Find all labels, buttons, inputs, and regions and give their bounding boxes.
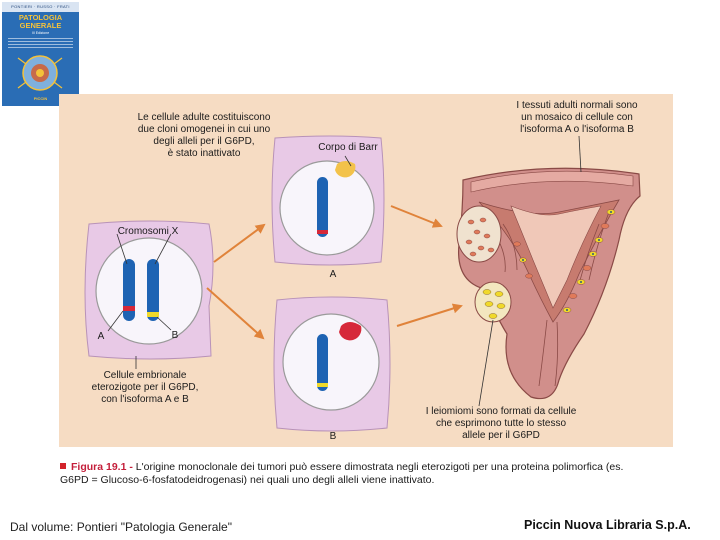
leiomyoma-upper bbox=[456, 205, 502, 263]
x-chromosome-a bbox=[123, 259, 135, 321]
book-cover-title: PATOLOGIA GENERALE bbox=[6, 14, 75, 30]
book-cover-edition: III Edizione bbox=[31, 31, 50, 35]
allele-a-pointer bbox=[107, 310, 124, 332]
caption-marker bbox=[60, 463, 66, 469]
leiomyoma-pointer bbox=[478, 319, 494, 407]
active-x-chromosome-a bbox=[317, 177, 328, 237]
active-x-chromosome-b bbox=[317, 334, 328, 391]
allele-a-mark bbox=[317, 230, 328, 234]
book-cover-illustration bbox=[17, 55, 63, 91]
mosaic-cells bbox=[513, 209, 616, 313]
chromosomes-pointer-a bbox=[116, 233, 128, 265]
arrow-to-tissue-upper bbox=[390, 205, 443, 228]
allele-b-label: B bbox=[171, 330, 179, 341]
book-cover-title-line2: GENERALE bbox=[19, 21, 62, 30]
leiomyomas-text: I leiomiomi sono formati da cellule che … bbox=[425, 406, 577, 441]
caption-text-line2: G6PD = Glucoso-6-fosfatodeidrogenasi) ne… bbox=[60, 474, 435, 486]
two-clones-text: Le cellule adulte costituiscono due clon… bbox=[137, 112, 271, 159]
diagram-drawing bbox=[84, 135, 641, 432]
barr-body-label: Corpo di Barr bbox=[318, 142, 378, 153]
book-cover-text-lines bbox=[8, 38, 73, 50]
book-cover-title-line1: PATOLOGIA bbox=[18, 13, 63, 22]
footer-source: Dal volume: Pontieri "Patologia Generale… bbox=[10, 520, 232, 534]
uterus-tissue bbox=[456, 167, 641, 400]
tissues-pointer bbox=[578, 135, 582, 173]
figure-caption: Figura 19.1 - L'origine monoclonale dei … bbox=[60, 461, 672, 487]
allele-a-label: A bbox=[97, 331, 105, 342]
arrow-to-tissue-lower bbox=[396, 303, 463, 327]
tissues-mosaic-text: I tessuti adulti normali sono un mosaico… bbox=[516, 100, 638, 135]
allele-b-pointer bbox=[156, 316, 172, 331]
book-cover-authors: PONTIERI · RUSSO · FRATI bbox=[11, 4, 70, 9]
arrow-to-cell-a bbox=[213, 223, 266, 263]
chromosomes-pointer-b bbox=[154, 233, 172, 265]
cell-b bbox=[273, 296, 391, 432]
cell-a bbox=[271, 135, 385, 266]
book-cover-authors-strip: PONTIERI · RUSSO · FRATI bbox=[2, 2, 79, 12]
caption-text-line1: L'origine monoclonale dei tumori può ess… bbox=[135, 461, 624, 473]
barr-body-b bbox=[339, 322, 362, 341]
embryonic-cell bbox=[84, 220, 214, 369]
caption-line1: Figura 19.1 - L'origine monoclonale dei … bbox=[60, 461, 672, 474]
barr-body-pointer bbox=[344, 155, 352, 167]
figure-panel: Le cellule adulte costituiscono due clon… bbox=[59, 94, 673, 447]
book-cover-publisher: PICCIN bbox=[33, 96, 48, 101]
embryonic-cell-text: Cellule embrionale eterozigote per il G6… bbox=[91, 370, 199, 405]
allele-b-mark bbox=[317, 383, 328, 387]
chromosomes-x-label: Cromosomi X bbox=[117, 226, 179, 237]
footer-publisher: Piccin Nuova Libraria S.p.A. bbox=[524, 518, 691, 532]
caption-figure-number: Figura 19.1 - bbox=[71, 461, 133, 473]
x-chromosome-b bbox=[147, 259, 159, 321]
book-cover: PONTIERI · RUSSO · FRATI PATOLOGIA GENER… bbox=[2, 2, 79, 106]
cell-b-label: B bbox=[329, 431, 337, 442]
cell-a-label: A bbox=[329, 269, 337, 280]
arrow-to-cell-b bbox=[206, 287, 265, 340]
